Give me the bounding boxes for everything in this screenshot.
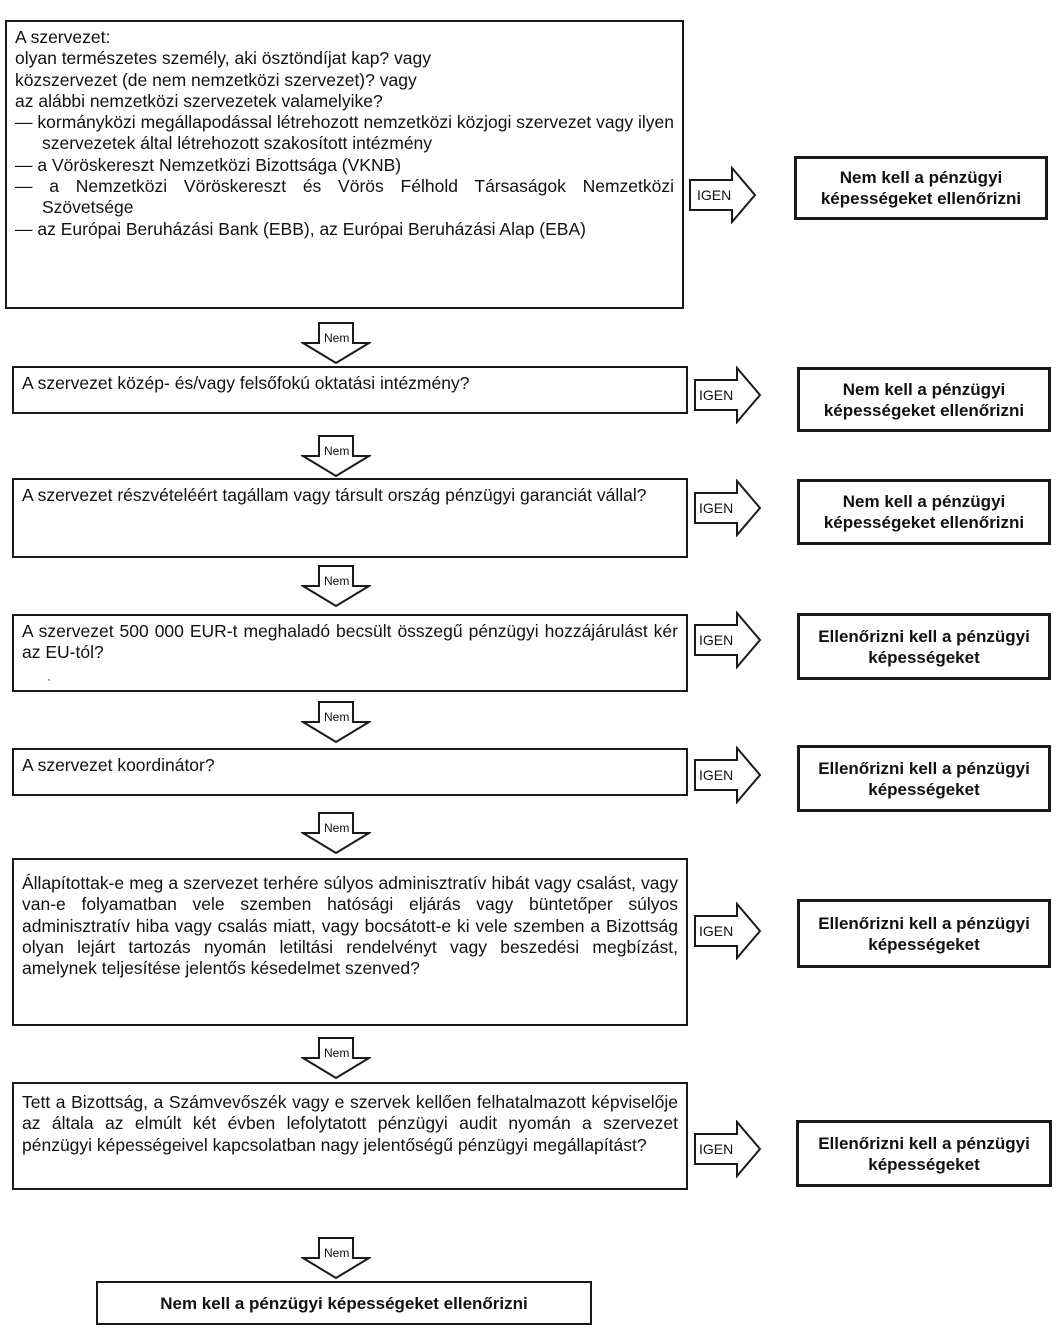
question-5-text: A szervezet koordinátor? [22,755,215,775]
no-arrow-4 [301,701,371,744]
yes-arrow-7 [694,1120,762,1178]
yes-label-4: IGEN [699,632,734,648]
no-label-5: Nem [324,821,350,835]
question-1-line-2: olyan természetes személy, aki ösztöndíj… [15,48,431,69]
question-box-5: A szervezet koordinátor? [12,748,688,796]
question-1-line-4: az alábbi nemzetközi szervezetek valamel… [15,90,383,111]
yes-arrow-2 [694,366,762,424]
result-box-6: Ellenőrizni kell a pénzügyi képességeket [797,899,1051,968]
yes-label-6: IGEN [699,923,734,939]
result-box-5: Ellenőrizni kell a pénzügyi képességeket [797,745,1051,812]
question-7-text: Tett a Bizottság, a Számvevőszék vagy e … [22,1092,678,1155]
yes-arrow-3 [694,479,762,537]
question-box-7: Tett a Bizottság, a Számvevőszék vagy e … [12,1082,688,1190]
yes-arrow-5 [694,746,762,804]
no-label-4: Nem [324,710,350,724]
result-box-3: Nem kell a pénzügyi képességeket ellenőr… [797,479,1051,545]
question-1-list-item-1: — kormányközi megállapodással létrehozot… [15,112,674,154]
no-label-7: Nem [324,1246,350,1260]
no-arrow-3 [301,565,371,608]
question-1-list-item-2: — a Vöröskereszt Nemzetközi Bizottsága (… [15,154,402,175]
yes-arrow-1 [689,166,757,224]
no-label-3: Nem [324,574,350,588]
no-arrow-2 [301,435,371,478]
question-3-text: A szervezet részvételéért tagállam vagy … [22,485,647,505]
no-arrow-1 [301,322,371,365]
question-6-text: Állapítottak-e meg a szervezet terhére s… [22,873,678,979]
no-arrow-5 [301,812,371,855]
result-box-1: Nem kell a pénzügyi képességeket ellenőr… [794,156,1048,220]
no-label-6: Nem [324,1046,350,1060]
question-box-1: A szervezet: olyan természetes személy, … [5,20,684,309]
question-1-line-1: A szervezet: [15,27,111,47]
question-1-line-3: közszervezet (de nem nemzetközi szerveze… [15,69,417,90]
result-box-4: Ellenőrizni kell a pénzügyi képességeket [797,613,1051,680]
result-box-2: Nem kell a pénzügyi képességeket ellenőr… [797,367,1051,432]
yes-arrow-4 [694,611,762,669]
final-result-box: Nem kell a pénzügyi képességeket ellenőr… [96,1281,592,1325]
question-2-text: A szervezet közép- és/vagy felsőfokú okt… [22,373,470,393]
yes-label-1: IGEN [697,187,732,203]
question-1-list-item-4: — az Európai Beruházási Bank (EBB), az E… [15,218,586,239]
yes-label-3: IGEN [699,500,734,516]
yes-arrow-6 [694,902,762,960]
question-4-text: A szervezet 500 000 EUR-t meghaladó becs… [22,621,678,663]
question-box-6: Állapítottak-e meg a szervezet terhére s… [12,858,688,1026]
yes-label-7: IGEN [699,1141,734,1157]
no-arrow-6 [301,1037,371,1080]
question-box-3: A szervezet részvételéért tagállam vagy … [12,478,688,558]
result-box-7: Ellenőrizni kell a pénzügyi képességeket [796,1120,1052,1187]
yes-label-5: IGEN [699,767,734,783]
no-arrow-7 [301,1237,371,1280]
yes-label-2: IGEN [699,387,734,403]
question-1-list-item-3: — a Nemzetközi Vöröskereszt és Vörös Fél… [15,176,674,218]
question-box-4: A szervezet 500 000 EUR-t meghaladó becs… [12,614,688,692]
question-box-2: A szervezet közép- és/vagy felsőfokú okt… [12,366,688,414]
no-label-2: Nem [324,444,350,458]
stray-dot: · [47,672,51,686]
no-label-1: Nem [324,331,350,345]
